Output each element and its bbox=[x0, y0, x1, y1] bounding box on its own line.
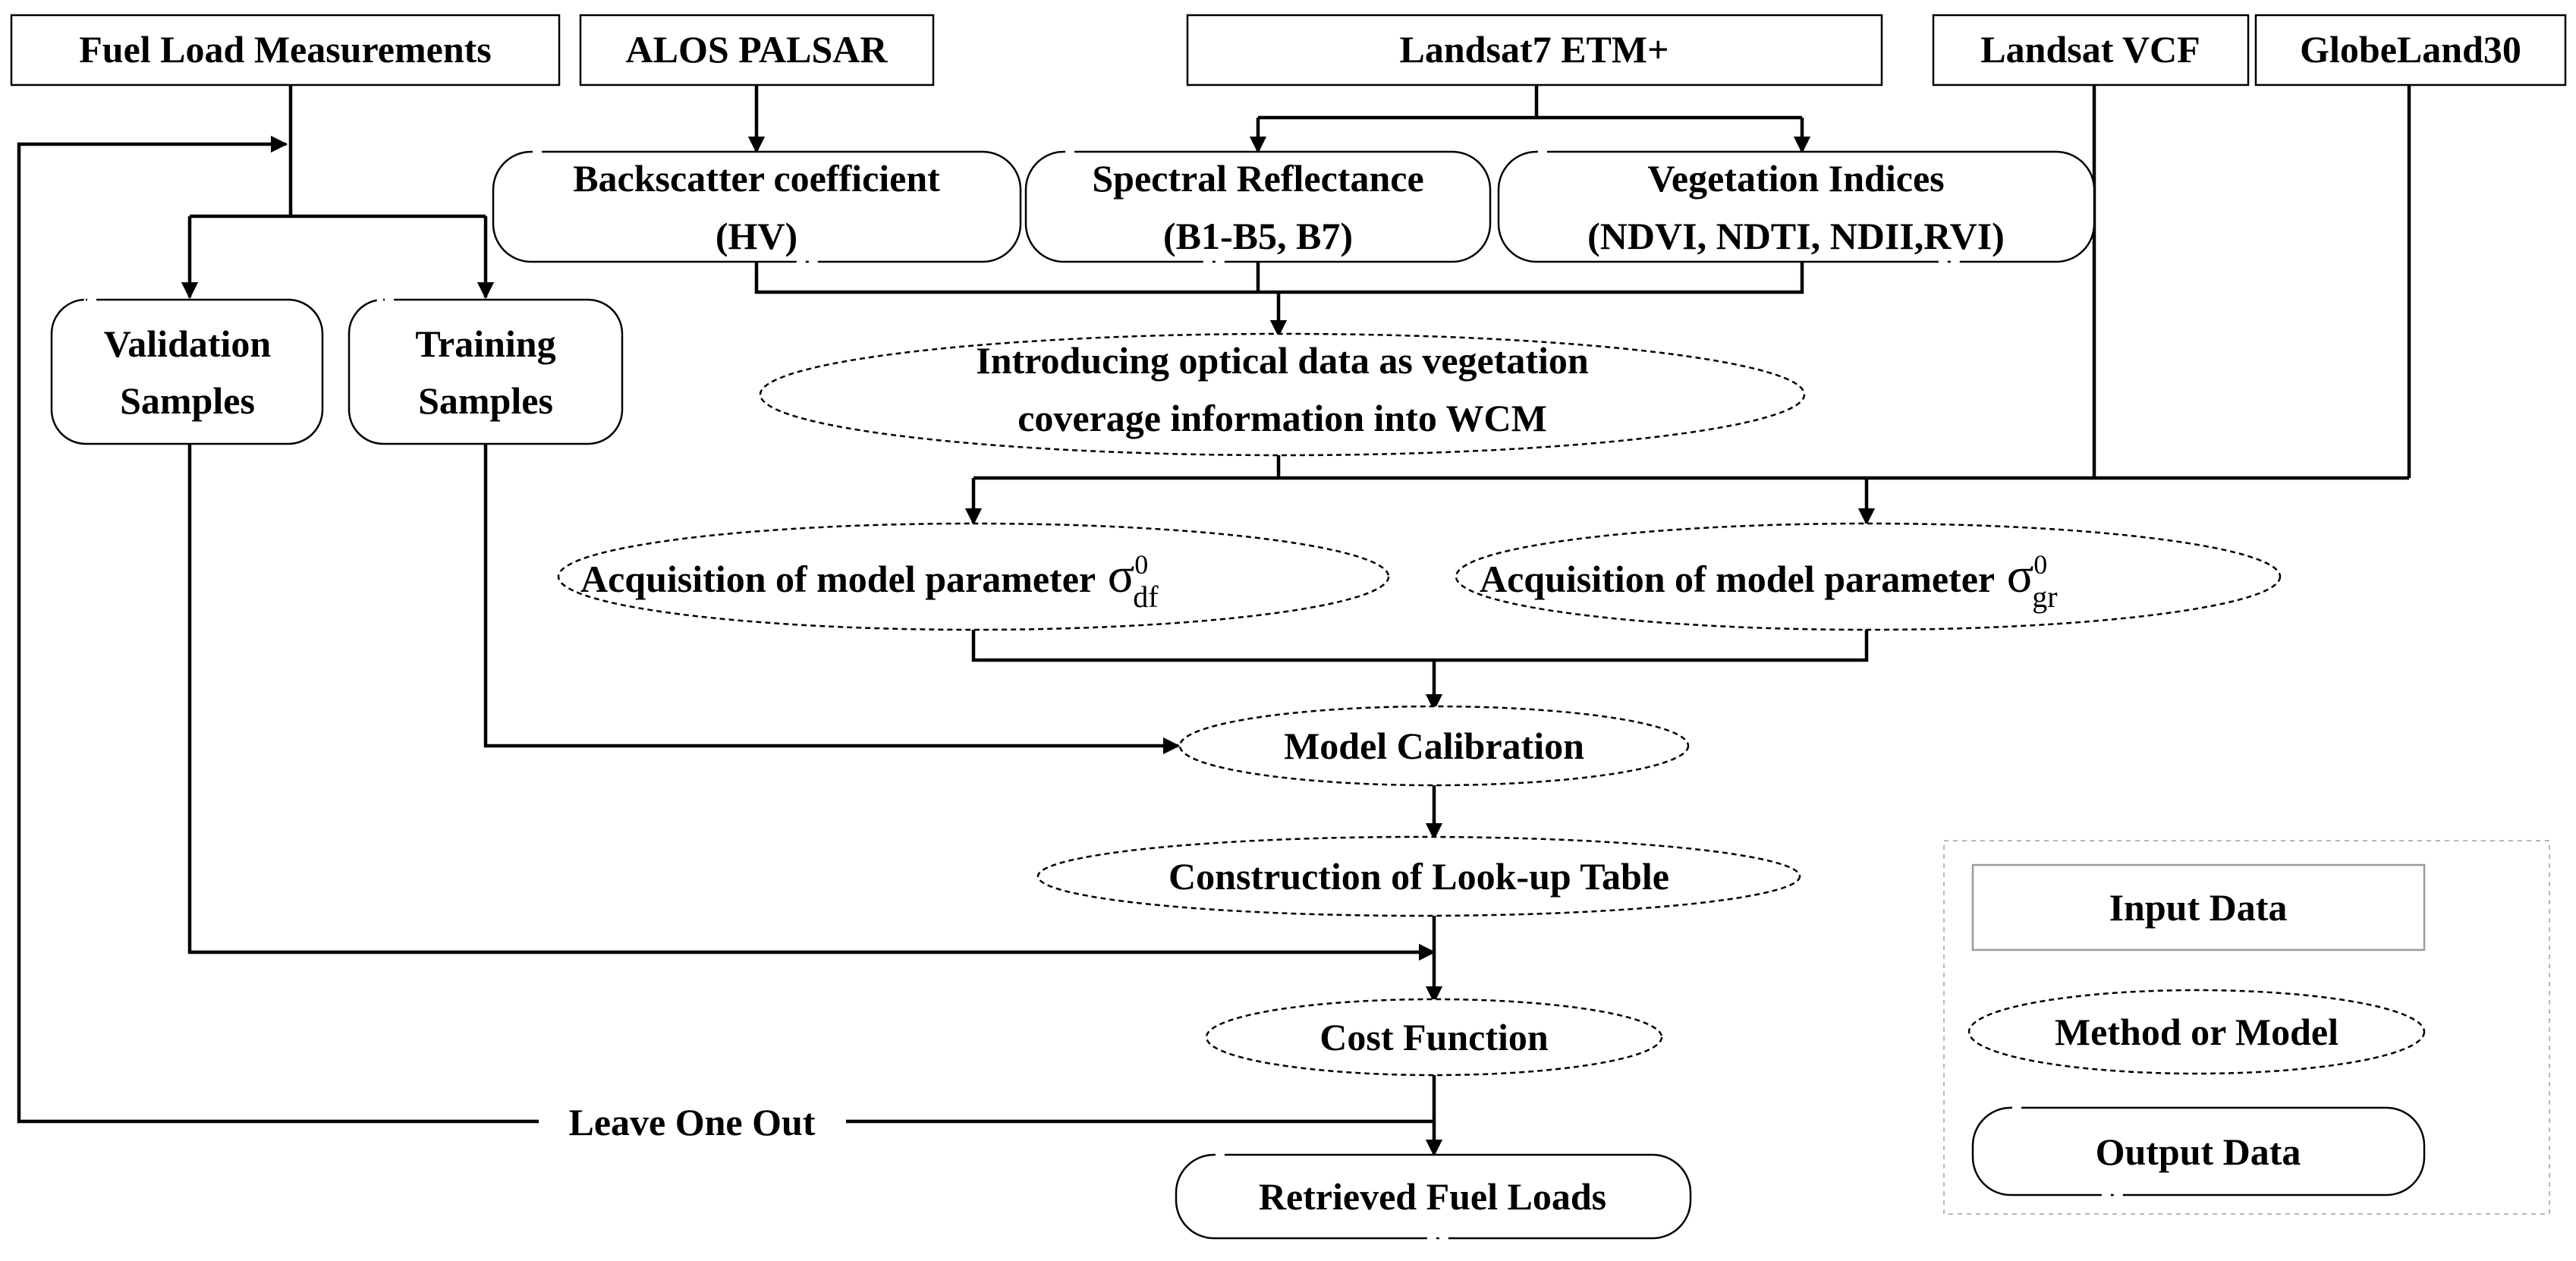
legend-label: Method or Model bbox=[2055, 1011, 2339, 1053]
input-label: ALOS PALSAR bbox=[626, 28, 889, 71]
legend-label: Output Data bbox=[2096, 1130, 2301, 1173]
output-vegetation-indices: Vegetation Indices (NDVI, NDTI, NDII,RVI… bbox=[1497, 150, 2096, 263]
method-model-calibration: Model Calibration bbox=[1178, 705, 1690, 787]
method-label: Model Calibration bbox=[1284, 725, 1584, 767]
input-label: GlobeLand30 bbox=[2300, 28, 2521, 71]
input-label: Fuel Load Measurements bbox=[79, 28, 491, 71]
legend-output-data: Output Data bbox=[1971, 1106, 2426, 1197]
output-label-line2: (NDVI, NDTI, NDII,RVI) bbox=[1587, 215, 2005, 257]
method-introducing-optical-data: Introducing optical data as vegetation c… bbox=[759, 332, 1806, 457]
params-merge-line bbox=[971, 630, 1869, 662]
output-label-line2: Samples bbox=[120, 379, 255, 422]
input-fuel-load-measurements: Fuel Load Measurements bbox=[10, 14, 561, 86]
method-label: Construction of Look-up Table bbox=[1168, 855, 1669, 898]
output-label-line2: (B1-B5, B7) bbox=[1163, 215, 1353, 257]
sigma-subscript: df bbox=[1133, 580, 1159, 614]
sigma-symbol: σ bbox=[2007, 548, 2034, 603]
method-label: Cost Function bbox=[1319, 1016, 1549, 1058]
leave-one-out-label: Leave One Out bbox=[569, 1101, 816, 1143]
method-lookup-table: Construction of Look-up Table bbox=[1036, 835, 1801, 917]
input-label: Landsat7 ETM+ bbox=[1400, 28, 1669, 71]
input-landsat7-etm: Landsat7 ETM+ bbox=[1186, 14, 1883, 86]
input-landsat-vcf: Landsat VCF bbox=[1932, 14, 2250, 86]
output-retrieved-fuel-loads: Retrieved Fuel Loads bbox=[1175, 1153, 1692, 1240]
landsat7-split-line bbox=[1258, 85, 1802, 120]
method-label-line1: Introducing optical data as vegetation bbox=[976, 339, 1589, 382]
leave-one-out-line-left bbox=[17, 135, 539, 1124]
output-label-line2: Samples bbox=[418, 379, 553, 422]
sigma-superscript: 0 bbox=[1134, 549, 1148, 580]
input-label: Landsat VCF bbox=[1980, 28, 2200, 71]
input-alos-palsar: ALOS PALSAR bbox=[579, 14, 935, 86]
output-label-line2: (HV) bbox=[716, 215, 797, 257]
output-label-line1: Validation bbox=[104, 322, 272, 365]
output-label-line1: Vegetation Indices bbox=[1647, 157, 1944, 200]
arrow-training-to-calibration bbox=[483, 444, 1181, 755]
output-validation-samples: Validation Samples bbox=[50, 298, 324, 445]
method-label-line2: coverage information into WCM bbox=[1018, 397, 1547, 439]
legend-input-data: Input Data bbox=[1971, 863, 2426, 951]
legend-label: Input Data bbox=[2109, 886, 2288, 929]
legend: Input Data Method or Model Output Data bbox=[1943, 840, 2550, 1215]
connector-lines bbox=[17, 85, 2411, 1157]
sigma-subscript: gr bbox=[2032, 580, 2057, 614]
output-backscatter-coefficient: Backscatter coefficient (HV) bbox=[492, 150, 1022, 263]
sigma-symbol: σ bbox=[1108, 548, 1135, 603]
derived-merge-line bbox=[754, 262, 1804, 294]
legend-method-or-model: Method or Model bbox=[1967, 989, 2426, 1075]
output-spectral-reflectance: Spectral Reflectance (B1-B5, B7) bbox=[1024, 150, 1492, 263]
output-label-line1: Backscatter coefficient bbox=[573, 157, 940, 200]
output-label-line1: Spectral Reflectance bbox=[1092, 157, 1423, 200]
arrow-validation-to-junction bbox=[187, 444, 1436, 961]
sigma-superscript: 0 bbox=[2033, 549, 2047, 580]
output-training-samples: Training Samples bbox=[348, 298, 624, 445]
input-globeland30: GlobeLand30 bbox=[2254, 14, 2567, 86]
output-label-line1: Training bbox=[415, 322, 555, 365]
method-cost-function: Cost Function bbox=[1205, 998, 1663, 1077]
output-label: Retrieved Fuel Loads bbox=[1259, 1175, 1606, 1218]
